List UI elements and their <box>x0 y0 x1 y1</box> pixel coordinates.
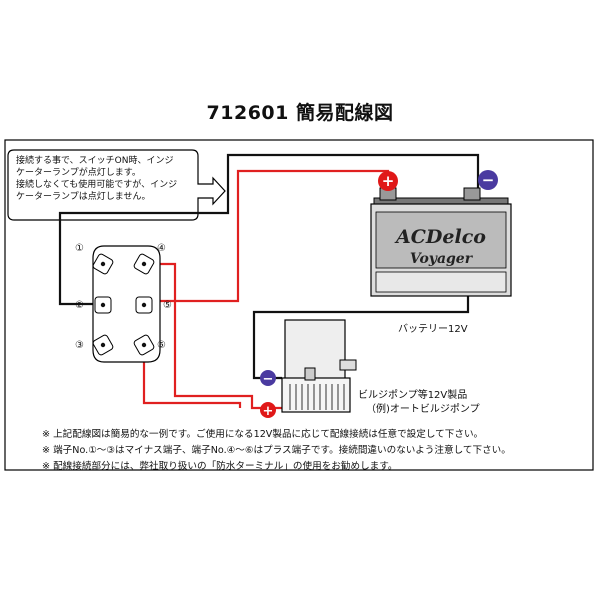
diagram-frame <box>4 139 594 471</box>
switch-panel <box>92 245 161 363</box>
note-1: ※ 上記配線図は簡易的な一例です。ご使用になる12V製品に応じて配線接続は任意で… <box>42 429 484 440</box>
pump-plus-badge: + <box>260 402 276 419</box>
callout-line: ケーターランプが点灯します。 <box>16 168 141 178</box>
callout-text: 接続する事で、スイッチON時、インジ ケーターランプが点灯します。 接続しなくて… <box>16 155 192 203</box>
svg-text:−: − <box>482 171 495 189</box>
battery-brand: ACDelco <box>394 226 486 248</box>
diagram-title: 712601 簡易配線図 <box>206 102 394 124</box>
battery-minus-badge: − <box>478 170 498 190</box>
pump-label-line2: （例)オートビルジポンプ <box>366 404 480 415</box>
note-2: ※ 端子No.①～③はマイナス端子、端子No.④～⑥はプラス端子です。接続間違い… <box>42 445 511 456</box>
battery-plus-badge: + <box>378 171 398 191</box>
terminal-6-label: ⑥ <box>157 340 166 351</box>
svg-text:+: + <box>382 172 395 190</box>
battery: ACDelco Voyager <box>370 187 512 297</box>
terminal-3-label: ③ <box>75 340 84 351</box>
callout-line: 接続する事で、スイッチON時、インジ <box>16 156 174 166</box>
svg-text:+: + <box>263 404 274 419</box>
pump-label-line1: ビルジポンプ等12V製品 <box>358 390 468 401</box>
terminal-5-label: ⑤ <box>163 300 172 311</box>
callout-line: 接続しなくても使用可能ですが、インジ <box>16 180 178 190</box>
battery-label: バッテリー12V <box>398 324 468 335</box>
callout-line: ケーターランプは点灯しません。 <box>16 192 151 202</box>
pump-minus-badge: − <box>260 370 276 387</box>
terminal-2-label: ② <box>75 300 84 311</box>
note-3: ※ 配線接続部分には、弊社取り扱いの「防水ターミナル」の使用をお勧めします。 <box>42 461 398 472</box>
svg-text:−: − <box>263 372 274 387</box>
terminal-1-label: ① <box>75 243 84 254</box>
terminal-4-label: ④ <box>157 243 166 254</box>
battery-model: Voyager <box>410 251 474 267</box>
callout-bubble <box>7 149 226 221</box>
bilge-pump <box>281 319 357 413</box>
